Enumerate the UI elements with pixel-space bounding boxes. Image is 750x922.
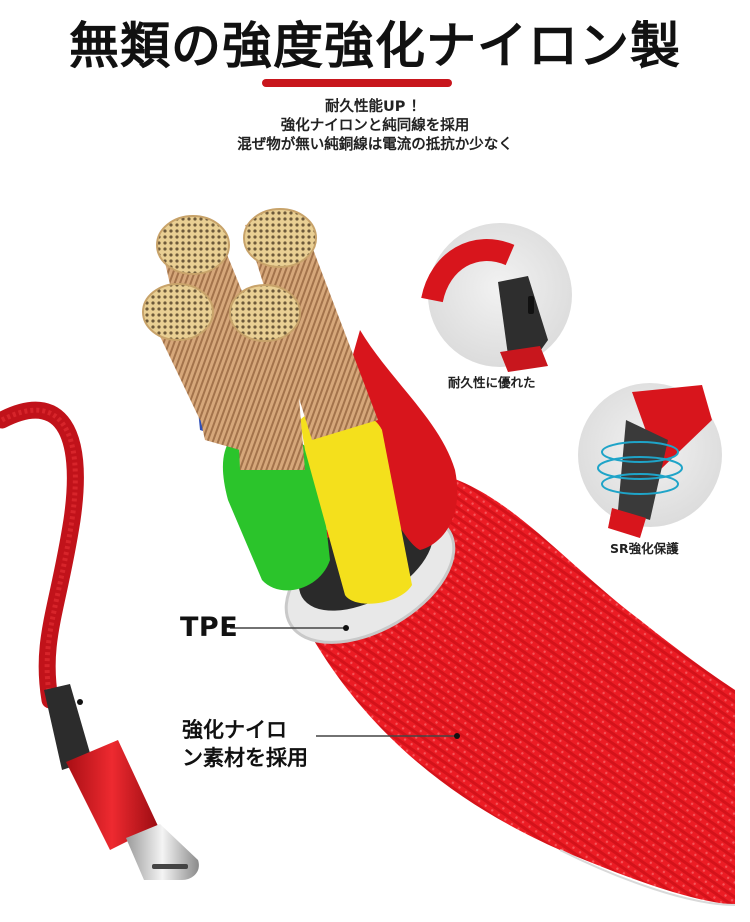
callout-lines: [230, 625, 460, 739]
feature-image-durability: [421, 223, 572, 372]
usb-c-cable: [0, 401, 199, 880]
subtitle-block: 耐久性能UP ！ 強化ナイロンと純同線を採用 混ぜ物が無い純銅線は電流の抵抗か少…: [0, 98, 750, 155]
feature-label-durability: 耐久性に優れた: [448, 375, 536, 390]
title-underline: [262, 79, 452, 87]
subtitle-line-1: 耐久性能UP ！: [325, 99, 425, 115]
feature-label-strain-relief: SR強化保護: [610, 541, 679, 556]
callout-nylon-line-2: ン素材を採用: [182, 746, 308, 770]
feature-image-strain-relief: [578, 383, 722, 538]
inner-wires: [142, 208, 458, 604]
page-title: 無類の強度強化ナイロン製: [69, 17, 681, 75]
callout-nylon: 強化ナイロ ン素材を採用: [182, 716, 308, 772]
subtitle-line-3: 混ぜ物が無い純銅線は電流の抵抗か少なく: [237, 137, 513, 153]
subtitle-line-2: 強化ナイロンと純同線を採用: [280, 118, 470, 134]
callout-tpe: TPE: [180, 612, 239, 643]
callout-nylon-line-1: 強化ナイロ: [182, 718, 287, 742]
